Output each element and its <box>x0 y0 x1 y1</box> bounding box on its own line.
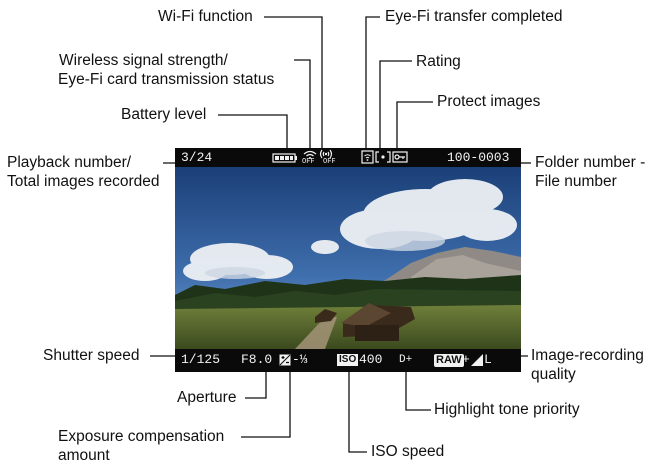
label-rating: Rating <box>416 53 461 70</box>
battery-icon <box>272 153 297 163</box>
label-image-quality-line1: Image-recording <box>531 347 644 364</box>
label-highlight-tone: Highlight tone priority <box>434 401 580 418</box>
label-exposure-comp-line2: amount <box>58 447 110 464</box>
raw-tag: RAW <box>434 354 464 367</box>
playback-number: 3/24 <box>181 150 213 165</box>
protect-icon <box>392 151 408 163</box>
exposure-comp-value: -⅓ <box>292 352 308 367</box>
landscape-photo <box>175 167 521 349</box>
aperture-value: F8.0 <box>241 352 273 367</box>
label-playback-number-line2: Total images recorded <box>7 173 160 190</box>
label-exposure-comp-line1: Exposure compensation <box>58 428 225 445</box>
file-number: 100-0003 <box>447 150 510 165</box>
exposure-comp-icon <box>279 354 291 366</box>
jpeg-quality-icon <box>471 354 483 366</box>
rating-icon <box>375 151 391 163</box>
wifi-off-text: OFF <box>323 158 336 166</box>
label-iso-speed: ISO speed <box>371 443 445 460</box>
wireless-signal-icon <box>303 150 317 159</box>
label-battery-level: Battery level <box>121 106 207 123</box>
label-folder-number-line2: File number <box>535 173 617 190</box>
shutter-speed-value: 1/125 <box>181 352 221 367</box>
iso-value: 400 <box>359 352 383 367</box>
label-image-quality-line2: quality <box>531 366 576 383</box>
label-playback-number-line1: Playback number/ <box>7 154 132 171</box>
playback-screen: 3/24 OFF OFF <box>175 148 521 372</box>
label-folder-number-line1: Folder number - <box>535 154 646 171</box>
quality-size: L <box>484 352 492 367</box>
label-wireless-signal-line2: Eye-Fi card transmission status <box>58 71 275 88</box>
label-wifi-function: Wi-Fi function <box>158 8 253 25</box>
label-shutter-speed: Shutter speed <box>43 347 140 364</box>
iso-tag: ISO <box>337 354 359 366</box>
quality-plus: + <box>462 352 470 367</box>
highlight-tone-value: D+ <box>399 354 413 366</box>
wireless-off-text: OFF <box>302 158 315 166</box>
label-eyefi-transfer: Eye-Fi transfer completed <box>385 8 563 25</box>
label-aperture: Aperture <box>177 389 237 406</box>
eyefi-transfer-icon <box>361 150 374 164</box>
wifi-icon <box>319 149 333 159</box>
label-protect-images: Protect images <box>437 93 541 110</box>
label-wireless-signal-line1: Wireless signal strength/ <box>59 52 228 69</box>
